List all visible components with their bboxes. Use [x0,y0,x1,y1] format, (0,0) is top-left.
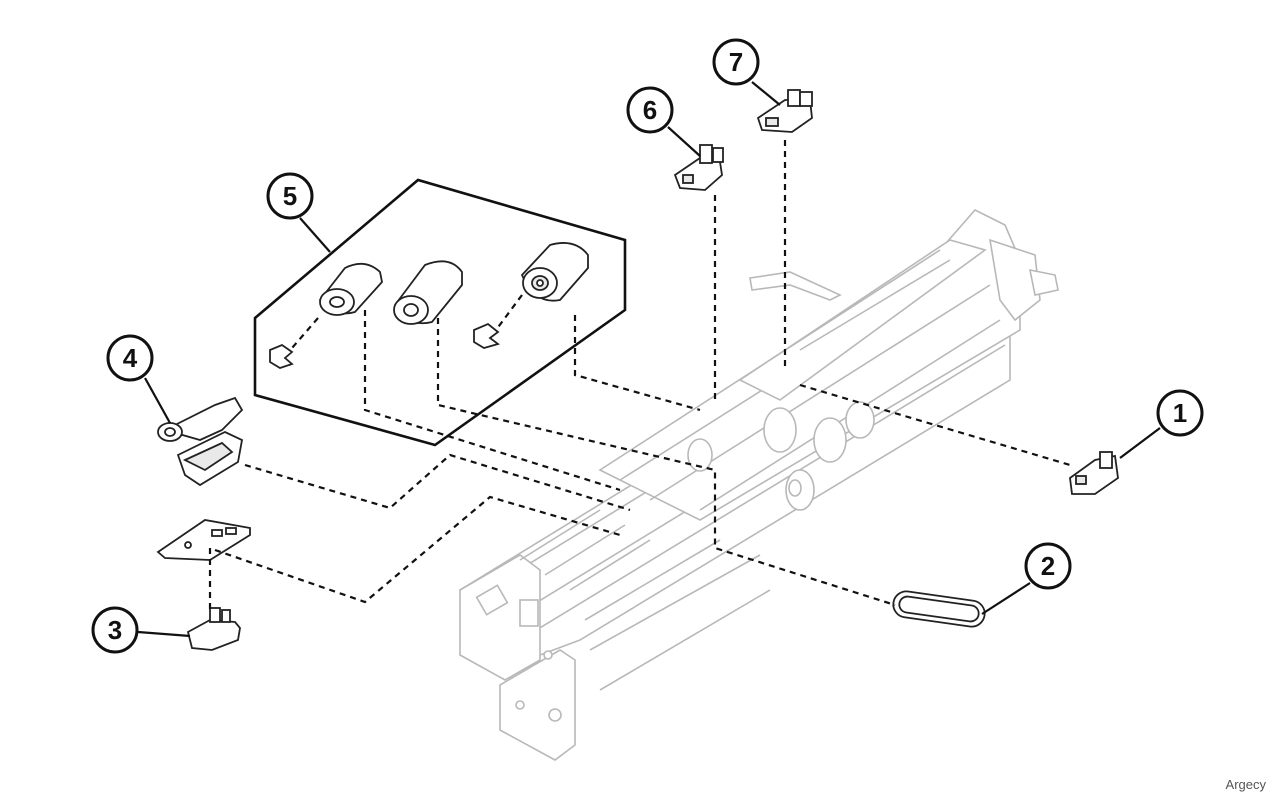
callout-1-label: 1 [1173,398,1187,428]
pick-roller-right [520,242,589,302]
callout-6: 6 [626,86,674,134]
callout-3-label: 3 [108,615,122,645]
callout-leaders [137,81,1161,638]
callout-5: 5 [266,172,314,220]
part-4-guide-arm [157,396,244,487]
callout-7: 7 [712,38,760,86]
callout-7-label: 7 [729,47,743,77]
callout-5-label: 5 [283,181,297,211]
callout-2-label: 2 [1041,551,1055,581]
pick-roller-left [318,262,383,316]
part-3-mount-plate [156,519,251,561]
watermark-text: Argecy [1225,777,1266,792]
roller-clip-right [473,322,500,349]
dashed-leaders [208,140,1071,610]
callout-3: 3 [91,606,139,654]
tray-frame-assembly [458,209,1059,761]
part-7-sensor [756,89,813,133]
part-6-sensor [673,144,724,191]
roller-clip-left [269,343,294,369]
callout-4: 4 [106,334,154,382]
callout-4-label: 4 [123,343,138,373]
callout-6-label: 6 [643,95,657,125]
part-1-sensor [1069,451,1119,495]
callout-2: 2 [1024,542,1072,590]
part-3-sensor [186,607,241,651]
callout-1: 1 [1156,389,1204,437]
part-2-belt [892,590,986,628]
pick-roller-middle [393,260,463,325]
